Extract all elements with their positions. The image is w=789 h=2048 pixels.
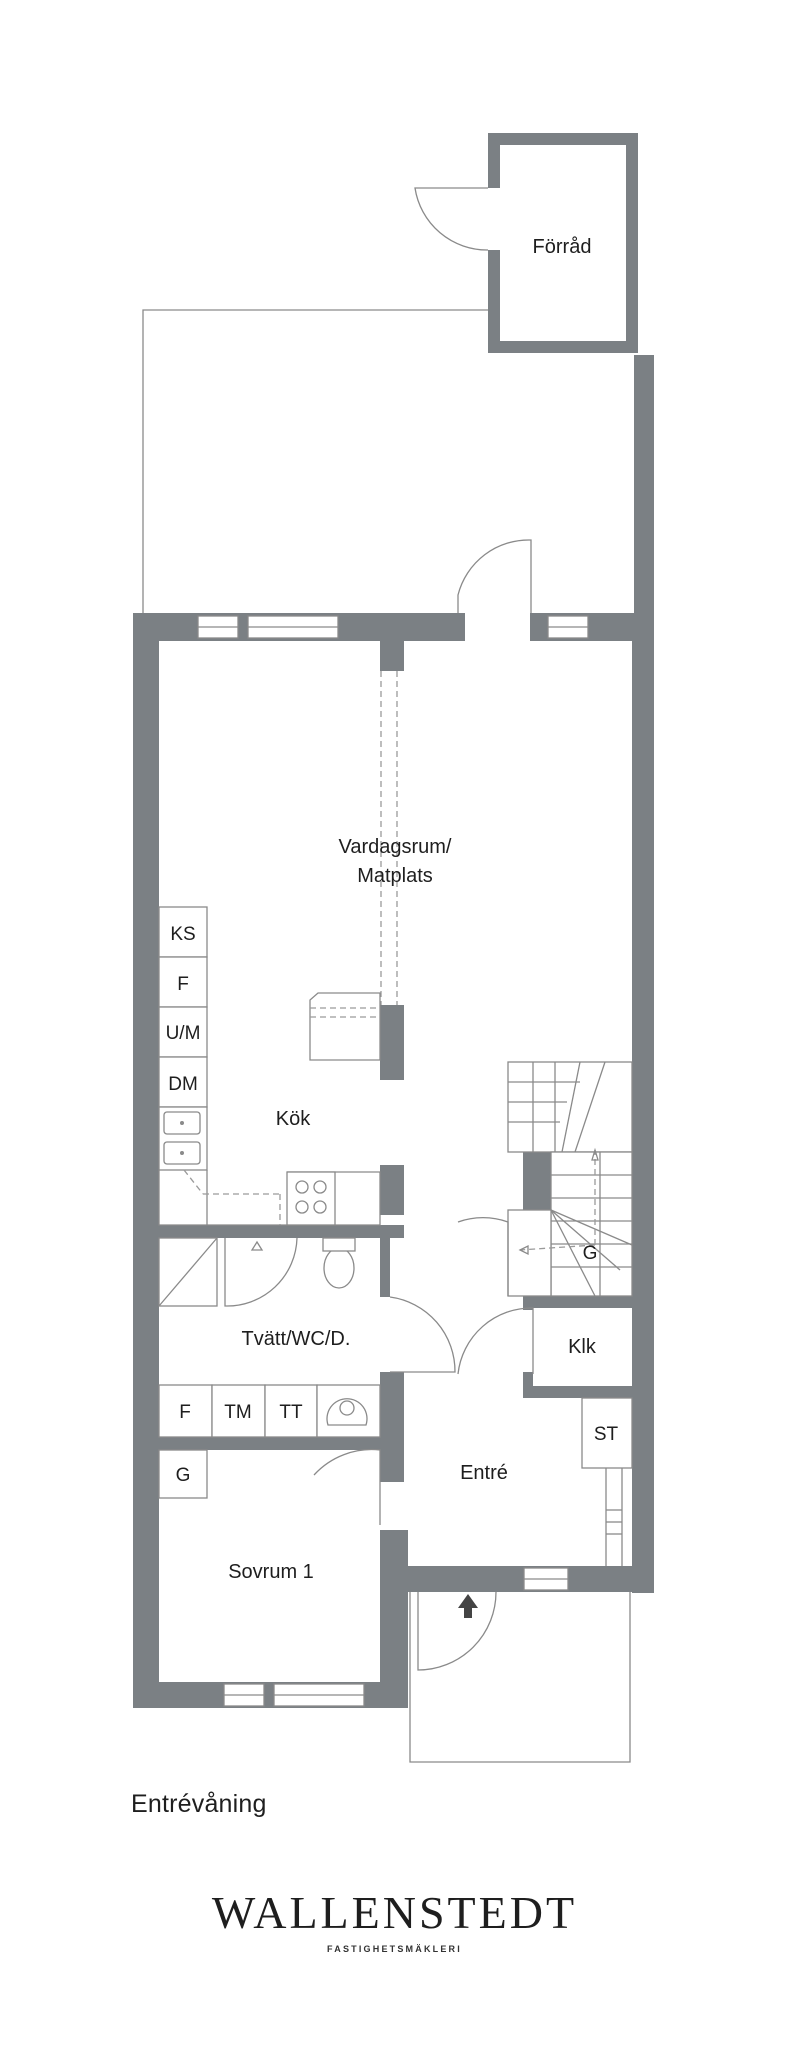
brand-logo: WALLENSTEDT FASTIGHETSMÄKLERI bbox=[0, 1887, 789, 1955]
room-klk-label: Klk bbox=[568, 1336, 597, 1358]
fixture-dm-label: DM bbox=[168, 1074, 198, 1095]
fixture-tt-label: TT bbox=[279, 1402, 303, 1423]
storage-walls bbox=[488, 133, 638, 353]
bedroom-wardrobe bbox=[158, 1449, 208, 1499]
room-vardagsrum-label: Vardagsrum/ bbox=[338, 836, 451, 858]
stair-door-swing bbox=[457, 1216, 509, 1296]
windows-top bbox=[197, 615, 589, 639]
sideboard bbox=[309, 992, 381, 1061]
fixture-ks-label: KS bbox=[170, 924, 195, 945]
fixture-g-bedroom-label: G bbox=[176, 1465, 191, 1486]
fixture-um-label: U/M bbox=[166, 1023, 201, 1044]
fixture-f-kitchen-label: F bbox=[177, 974, 189, 995]
entry-fixtures bbox=[313, 1397, 633, 1671]
room-tvatt-label: Tvätt/WC/D. bbox=[242, 1328, 351, 1350]
room-sovrum-label: Sovrum 1 bbox=[228, 1561, 314, 1583]
staircase bbox=[507, 1061, 633, 1297]
kitchen-cabinets bbox=[158, 906, 381, 1226]
front-porch-outline bbox=[409, 1590, 631, 1763]
room-forrad-label: Förråd bbox=[533, 236, 592, 258]
patio-door-swing bbox=[457, 539, 532, 613]
beam-dashed bbox=[380, 671, 398, 1005]
interior-walls bbox=[159, 641, 634, 1482]
laundry-fixtures bbox=[158, 1237, 456, 1438]
room-kok-label: Kök bbox=[276, 1108, 311, 1130]
fixture-f-laundry-label: F bbox=[179, 1402, 191, 1423]
storage-door-swing bbox=[414, 187, 489, 251]
klk-door-swing bbox=[457, 1307, 534, 1375]
brand-name: WALLENSTEDT bbox=[211, 1887, 578, 1938]
window-entry bbox=[523, 1567, 569, 1591]
patio-outline bbox=[142, 309, 488, 615]
windows-bedroom bbox=[223, 1683, 365, 1707]
floor-label: Entrévåning bbox=[131, 1790, 267, 1818]
room-entre-label: Entré bbox=[460, 1462, 508, 1484]
room-matplats-label: Matplats bbox=[357, 865, 433, 887]
fixture-tm-label: TM bbox=[224, 1402, 251, 1423]
fixture-g-stair-label: G bbox=[583, 1243, 598, 1264]
fixture-st-label: ST bbox=[594, 1424, 619, 1445]
brand-tagline: FASTIGHETSMÄKLERI bbox=[327, 1944, 462, 1954]
